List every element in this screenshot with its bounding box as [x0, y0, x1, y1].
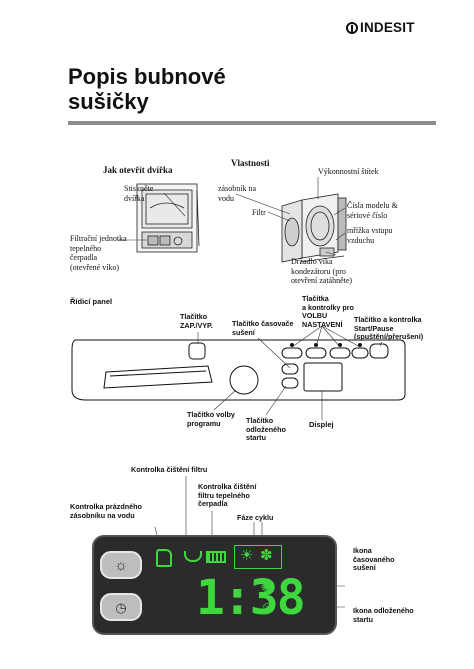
program-select-label: Tlačítko volby programu [187, 410, 235, 428]
delay-button[interactable]: ◷ [100, 593, 142, 621]
delay-clock-icon: ◷ [115, 599, 127, 615]
rating-plate-label: Výkonnostní štítek [318, 167, 379, 176]
start-pause-label: Tlačítko a kontrolka Start/Pause (spuště… [354, 315, 424, 341]
empty-tank-label: Kontrolka prázdného zásobníku na vodu [70, 502, 142, 520]
cycle-phase-box [234, 545, 282, 569]
options-label: Tlačítka a kontrolky pro VOLBU NASTAVENÍ [302, 294, 354, 329]
display-label: Displej [309, 420, 334, 429]
filter-unit-label: Filtrační jednotka tepelného čerpadla (o… [70, 234, 127, 272]
filter-label: Filtr [252, 208, 266, 217]
timer-button[interactable]: ☼ [100, 551, 142, 579]
indesit-logo-icon [346, 21, 358, 34]
features-heading: Vlastnosti [231, 158, 270, 168]
dry-phase-icon: ☀ [240, 547, 254, 564]
timed-dry-label: Tlačítko časovače sušení [232, 319, 294, 337]
time-display: 1:38 [196, 570, 306, 626]
delay-start-label: Tlačítko odloženého startu [246, 416, 286, 442]
delay-icon-label: Ikona odloženého startu [353, 606, 414, 624]
air-grille-label: mřížka vstupu vzduchu [347, 226, 393, 245]
heat-pump-clean-label: Kontrolka čištění filtru tepelného čerpa… [198, 482, 257, 508]
on-off-label: Tlačítko ZAP./VYP. [180, 312, 213, 330]
model-serial-label: Čísla modelu & sériové číslo [347, 201, 398, 220]
water-tank-icon [156, 549, 172, 567]
heat-pump-filter-icon [206, 551, 226, 563]
cool-phase-icon: ✽ [260, 547, 273, 564]
dryer-side-drawing [281, 193, 347, 263]
title-rule [68, 121, 436, 125]
display-panel: ☼ ◷ ☀ ✽ 1:38 ✺ ⏲ [92, 535, 337, 635]
door-press-label: Stiskněte dvířka [124, 184, 154, 203]
page-title: Popis bubnové sušičky [68, 64, 226, 114]
water-tank-label: zásobník na vodu [218, 184, 256, 203]
control-panel-drawing [71, 339, 406, 401]
timed-dry-icon: ☼ [114, 556, 128, 574]
handle-label: Držadlo víka kondezátoru (pro otevření z… [291, 257, 353, 285]
cycle-phase-label: Fáze cyklu [237, 513, 274, 522]
timed-dry-indicator-icon: ✺ [260, 577, 275, 596]
door-heading: Jak otevřít dvířka [103, 165, 173, 175]
filter-clean-icon [184, 551, 202, 562]
filter-clean-label: Kontrolka čištění filtru [131, 465, 208, 474]
delay-indicator-icon: ⏲ [262, 599, 273, 615]
timed-dry-icon-label: Ikona časovaného sušení [353, 546, 395, 572]
brand-name: INDESIT [360, 20, 415, 35]
control-panel-heading: Řídicí panel [70, 297, 113, 306]
brand-logo: INDESIT [346, 20, 415, 35]
